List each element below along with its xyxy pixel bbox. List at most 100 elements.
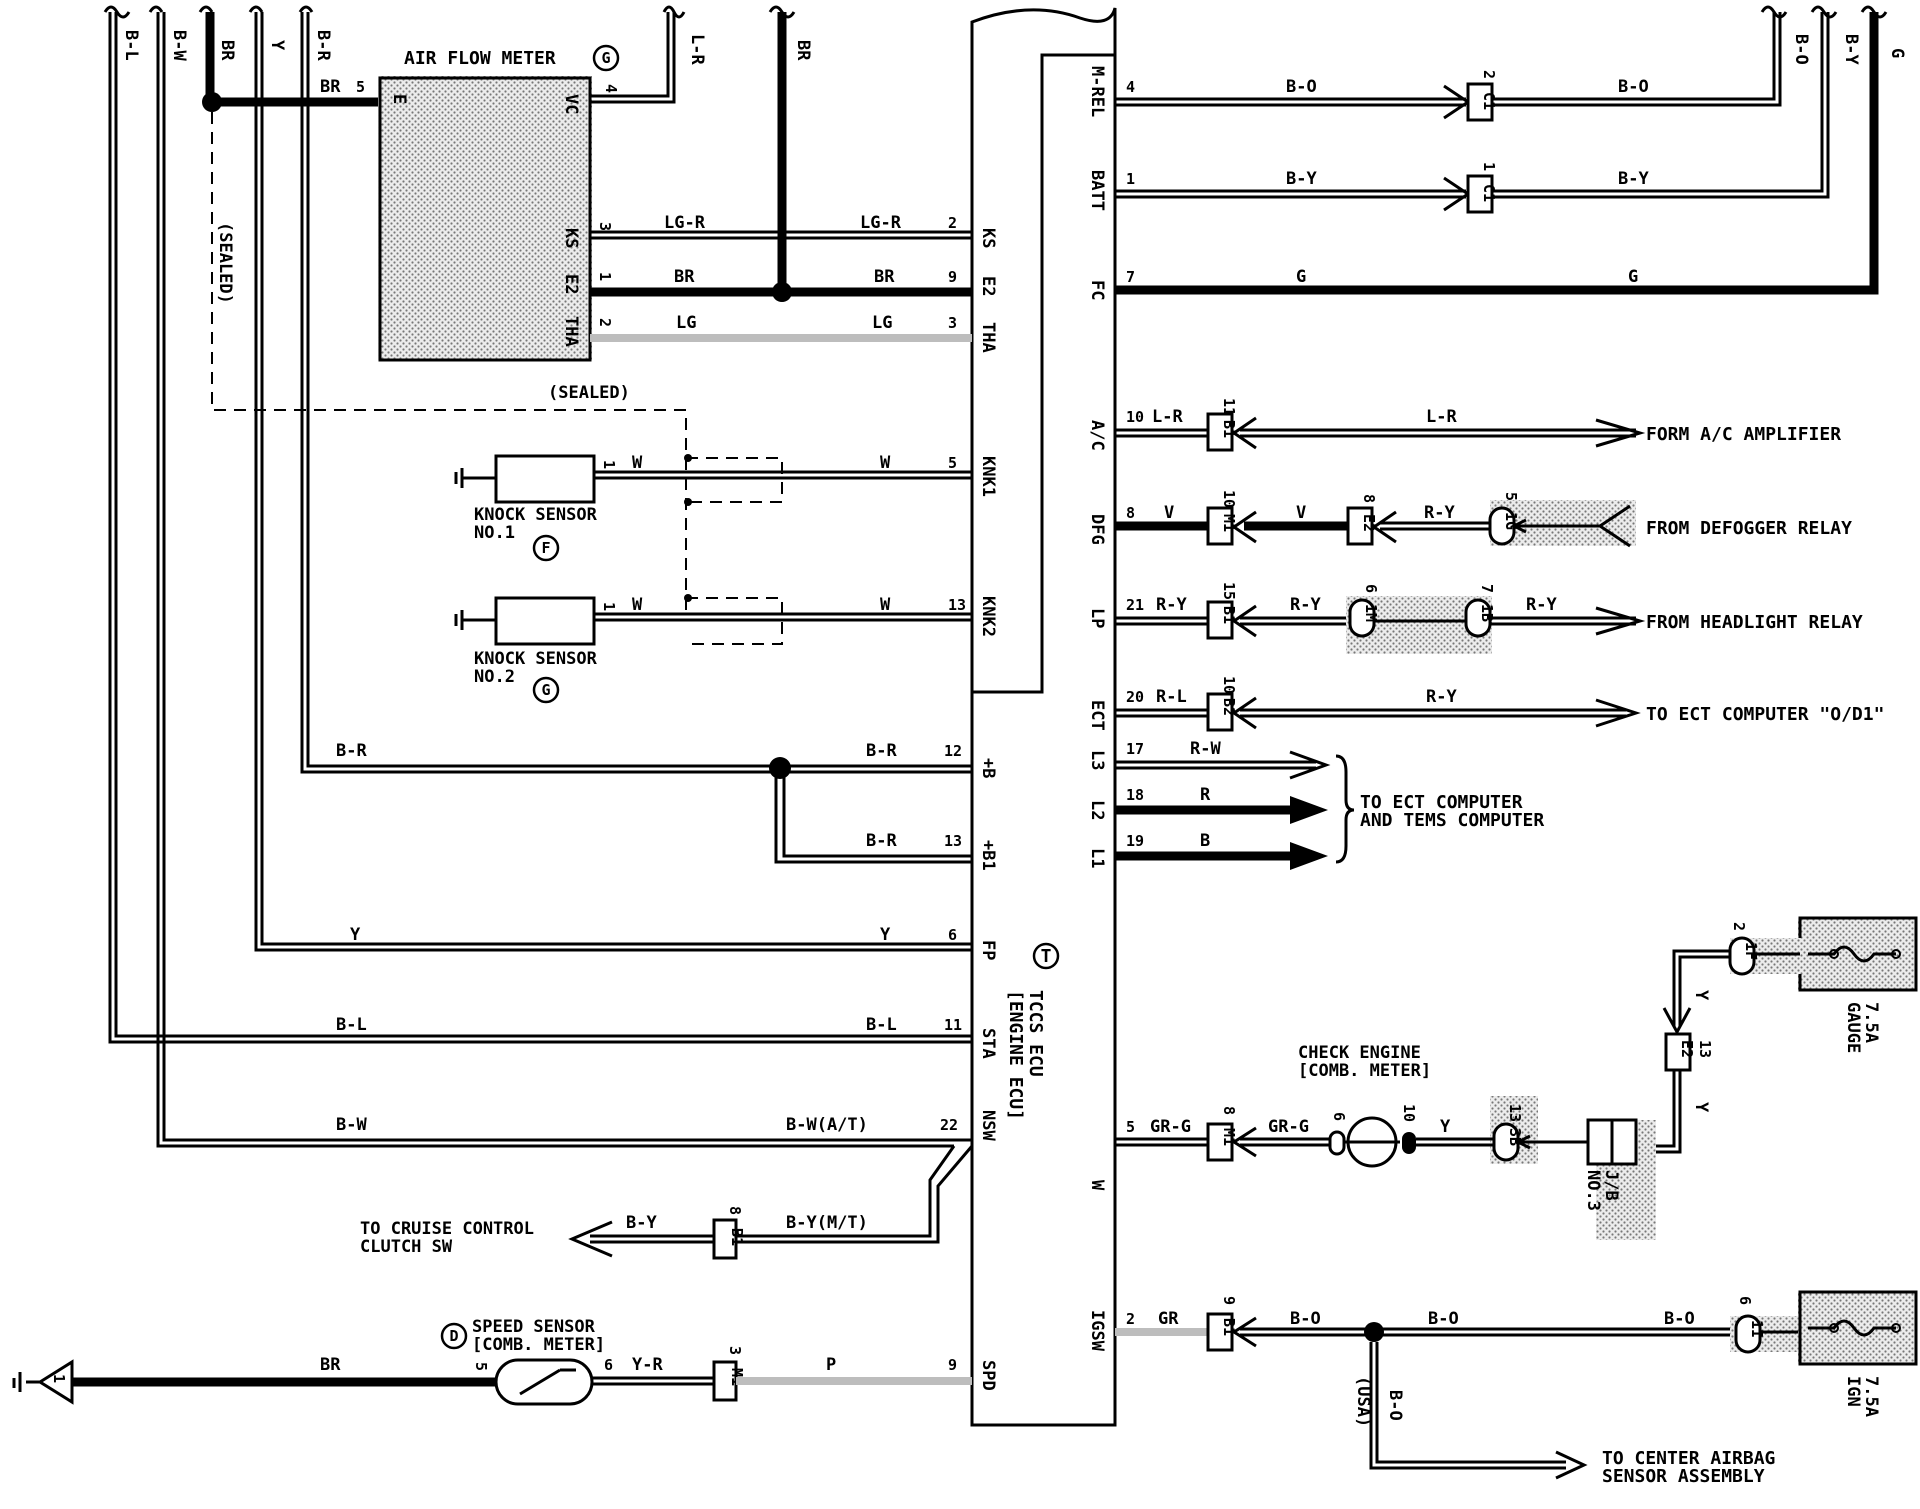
svg-text:NO.2: NO.2 [474, 667, 515, 687]
dest-defogger-relay: FROM DEFOGGER RELAY [1646, 518, 1852, 539]
svg-text:LG: LG [676, 313, 696, 333]
svg-text:13: 13 [1696, 1040, 1714, 1058]
svg-text:B-O: B-O [1791, 34, 1811, 65]
svg-text:LP: LP [1087, 608, 1107, 628]
svg-text:KNK2: KNK2 [978, 596, 998, 637]
svg-text:B-W(A/T): B-W(A/T) [786, 1115, 868, 1135]
svg-text:1: 1 [50, 1374, 68, 1383]
svg-text:B-L: B-L [866, 1015, 897, 1035]
svg-text:4: 4 [1126, 78, 1135, 96]
wire-br-afm-ground: BR 5 (SEALED) (SEALED) [202, 77, 687, 610]
svg-text:SPEED SENSOR: SPEED SENSOR [472, 1317, 596, 1337]
svg-text:B-O: B-O [1286, 77, 1317, 97]
svg-text:R-Y: R-Y [1290, 595, 1321, 615]
svg-text:B-R: B-R [336, 741, 367, 761]
svg-text:B-O: B-O [1664, 1309, 1695, 1329]
svg-text:13: 13 [944, 832, 962, 850]
svg-text:W: W [632, 595, 643, 615]
svg-text:B-Y: B-Y [1841, 34, 1861, 65]
svg-text:GAUGE: GAUGE [1843, 1002, 1863, 1053]
svg-text:Y: Y [880, 925, 891, 945]
svg-text:BR: BR [320, 1355, 341, 1375]
svg-text:D: D [449, 1327, 458, 1345]
wire-ry-lp: B1 15 1M 6 1B 7 21 R-Y R-Y R-Y FROM HEAD… [1115, 582, 1863, 654]
svg-text:3: 3 [726, 1346, 744, 1355]
svg-text:G: G [601, 49, 610, 67]
svg-text:F: F [541, 539, 550, 557]
wire-l3-l2-l1: 17 R-W 18 R 19 B TO ECT COMPUTER AND TEM… [1115, 739, 1544, 870]
sealed-label-vertical: (SEALED) [215, 222, 235, 304]
svg-text:1: 1 [596, 272, 614, 281]
air-flow-meter: AIR FLOW METER G E VC KS E2 THA [378, 44, 620, 362]
svg-text:B-W: B-W [336, 1115, 367, 1135]
svg-text:TO CRUISE CONTROL: TO CRUISE CONTROL [360, 1219, 534, 1239]
svg-text:M-REL: M-REL [1087, 66, 1107, 117]
svg-text:DFG: DFG [1087, 514, 1107, 545]
svg-text:KNK1: KNK1 [978, 456, 998, 497]
svg-text:W: W [1087, 1180, 1107, 1191]
svg-text:B-R: B-R [313, 30, 333, 61]
svg-text:5: 5 [1126, 1118, 1135, 1136]
svg-text:E2: E2 [978, 276, 998, 296]
svg-text:G: G [541, 681, 550, 699]
wire-br-e2-top: BR [768, 5, 813, 292]
wire-g-fc: 7 G G G [1115, 5, 1907, 295]
svg-text:G: G [1887, 48, 1907, 58]
svg-text:W: W [880, 453, 891, 473]
svg-text:1: 1 [600, 602, 618, 611]
wire-lgr-ks: 3 LG-R LG-R 2 [590, 213, 972, 240]
svg-text:R-W: R-W [1190, 739, 1221, 759]
svg-text:R-Y: R-Y [1424, 503, 1455, 523]
svg-text:2: 2 [1730, 922, 1748, 931]
svg-text:Y-R: Y-R [632, 1355, 663, 1375]
wire-by-batt: C1 1 1 B-Y B-Y B-Y [1115, 12, 1861, 214]
svg-text:B-L: B-L [121, 30, 141, 61]
svg-text:21: 21 [1126, 596, 1144, 614]
svg-text:B: B [1200, 831, 1210, 851]
wire-bl-sta: B-L B-L 11 [336, 1015, 962, 1035]
svg-text:3: 3 [948, 314, 957, 332]
svg-text:GR-G: GR-G [1268, 1117, 1309, 1137]
svg-text:2: 2 [1126, 1310, 1135, 1328]
svg-text:L-R: L-R [687, 34, 707, 65]
wire-lr-ac: B1 11 10 L-R L-R FORM A/C AMPLIFIER [1115, 398, 1841, 452]
svg-text:B-R: B-R [866, 741, 897, 761]
svg-text:19: 19 [1126, 832, 1144, 850]
svg-text:GR: GR [1158, 1309, 1179, 1329]
svg-text:5: 5 [356, 78, 365, 96]
svg-text:B-Y: B-Y [626, 1213, 657, 1233]
svg-text:GR-G: GR-G [1150, 1117, 1191, 1137]
wire-br-plusb: B-R B-R 12 B-R 13 [336, 741, 972, 864]
svg-text:1M: 1M [1362, 604, 1380, 622]
svg-text:+B1: +B1 [978, 840, 998, 871]
wire-igsw: B1 9 1I 6 7.5A IGN 2 GR B-O B-O B-O (USA… [1115, 1290, 1918, 1487]
svg-text:1: 1 [1480, 162, 1498, 171]
svg-text:Y: Y [1440, 1117, 1451, 1137]
svg-text:[COMB. METER]: [COMB. METER] [1298, 1061, 1431, 1081]
svg-text:+B: +B [978, 758, 998, 778]
ecu-name-sub: [ENGINE ECU] [1005, 990, 1026, 1120]
svg-text:R-Y: R-Y [1156, 595, 1187, 615]
svg-text:IGSW: IGSW [1087, 1310, 1107, 1352]
dest-ect-tems-1: TO ECT COMPUTER [1360, 792, 1523, 813]
svg-text:10: 10 [1126, 408, 1144, 426]
cruise-control-branch: B1 8 B-Y B-Y(M/T) TO CRUISE CONTROL CLUT… [360, 1206, 868, 1260]
left-harness: B-L B-W BR Y B-R [103, 5, 972, 1148]
svg-text:ECT: ECT [1087, 700, 1107, 731]
svg-text:LG-R: LG-R [860, 213, 902, 233]
svg-text:NSW: NSW [978, 1110, 998, 1141]
svg-text:7.5A: 7.5A [1861, 1376, 1881, 1417]
svg-text:8: 8 [1126, 504, 1135, 522]
dest-headlight-relay: FROM HEADLIGHT RELAY [1646, 612, 1863, 633]
svg-text:BR: BR [793, 40, 813, 61]
dest-airbag-2: SENSOR ASSEMBLY [1602, 1466, 1765, 1487]
svg-text:5: 5 [1502, 492, 1520, 501]
svg-text:1: 1 [1126, 170, 1135, 188]
svg-text:11: 11 [1220, 398, 1238, 416]
svg-text:7: 7 [1478, 584, 1496, 593]
svg-text:THA: THA [561, 316, 581, 347]
svg-text:R-Y: R-Y [1426, 687, 1457, 707]
svg-text:Y: Y [350, 925, 361, 945]
